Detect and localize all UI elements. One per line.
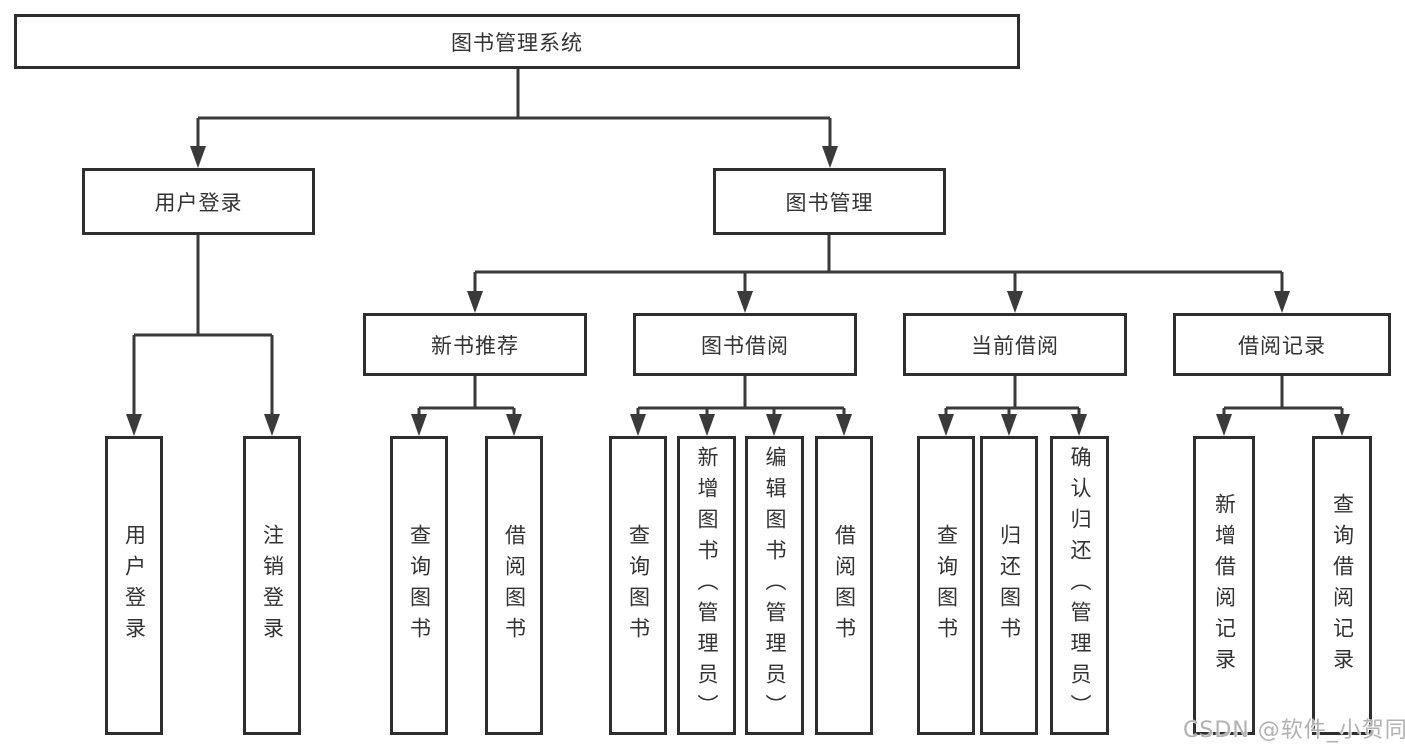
node-bb-edit-books-admin: 编辑图书（管理员） <box>745 436 804 735</box>
connector-mgmt-split <box>473 235 1284 296</box>
node-rec-borrow-books: 借阅图书 <box>485 436 543 735</box>
node-rec-query-books: 查询图书 <box>390 436 448 735</box>
node-book-management-label: 图书管理 <box>785 190 874 215</box>
node-bb-edit-books-admin-label: 编辑图书（管理员） <box>763 446 788 725</box>
node-bb-borrow-books-label: 借阅图书 <box>832 523 857 648</box>
node-book-borrow: 图书借阅 <box>633 313 857 376</box>
node-cb-return-books-label: 归还图书 <box>997 523 1022 648</box>
node-br-query-record: 查询借阅记录 <box>1312 436 1372 735</box>
node-borrow-records-label: 借阅记录 <box>1238 333 1326 358</box>
node-book-management: 图书管理 <box>713 168 946 235</box>
connector-root-split <box>196 69 832 150</box>
watermark: CSDN @软件_小贺同学 <box>1183 718 1405 743</box>
arrow-bb-query <box>630 414 646 436</box>
arrow-user-login <box>190 146 206 168</box>
node-bb-query-books-label: 查询图书 <box>626 523 651 648</box>
arrow-br-add <box>1216 414 1232 436</box>
node-user-login-label: 用户登录 <box>154 190 243 215</box>
node-cb-query-books-label: 查询图书 <box>934 523 959 648</box>
connector-rec-split <box>417 376 516 418</box>
arrow-cb-confirm <box>1071 414 1087 436</box>
node-book-borrow-label: 图书借阅 <box>701 333 789 358</box>
arrow-bb-edit <box>766 414 782 436</box>
connector-login-split <box>132 235 274 418</box>
arrow-rec-query <box>411 414 427 436</box>
arrow-current-borrow <box>1007 291 1023 313</box>
node-borrow-records: 借阅记录 <box>1173 313 1391 376</box>
arrow-br-query <box>1334 414 1350 436</box>
node-br-query-record-label: 查询借阅记录 <box>1330 492 1355 679</box>
node-bb-query-books: 查询图书 <box>609 436 667 735</box>
node-library-system-label: 图书管理系统 <box>451 30 583 55</box>
node-library-system: 图书管理系统 <box>14 14 1020 69</box>
arrow-bb-borrow <box>836 414 852 436</box>
node-user-login: 用户登录 <box>82 168 315 235</box>
node-new-book-recommend-label: 新书推荐 <box>431 333 519 358</box>
node-bb-add-books-admin: 新增图书（管理员） <box>677 436 736 735</box>
arrow-leaf-logout <box>264 414 280 436</box>
arrow-book-borrow <box>737 291 753 313</box>
arrow-rec-borrow <box>506 414 522 436</box>
arrow-cb-query <box>938 414 954 436</box>
node-cb-confirm-return-admin-label: 确认归还（管理员） <box>1068 446 1093 725</box>
node-cb-query-books: 查询图书 <box>917 436 975 735</box>
node-cb-confirm-return-admin: 确认归还（管理员） <box>1050 436 1109 735</box>
node-bb-add-books-admin-label: 新增图书（管理员） <box>695 446 720 725</box>
arrow-leaf-user-login <box>126 414 142 436</box>
node-current-borrow-label: 当前借阅 <box>971 333 1059 358</box>
node-rec-borrow-books-label: 借阅图书 <box>502 523 527 648</box>
node-rec-query-books-label: 查询图书 <box>407 523 432 648</box>
arrow-borrow-records <box>1274 291 1290 313</box>
arrow-new-book-rec <box>467 291 483 313</box>
node-br-add-record-label: 新增借阅记录 <box>1212 492 1237 679</box>
node-leaf-logout-label: 注销登录 <box>260 523 285 648</box>
connector-br-split <box>1222 376 1344 418</box>
node-bb-borrow-books: 借阅图书 <box>815 436 873 735</box>
node-br-add-record: 新增借阅记录 <box>1193 436 1255 735</box>
node-new-book-recommend: 新书推荐 <box>363 313 587 376</box>
arrow-book-management <box>822 146 838 168</box>
arrow-cb-return <box>1001 414 1017 436</box>
node-leaf-user-login-label: 用户登录 <box>122 523 147 648</box>
node-leaf-logout: 注销登录 <box>243 436 301 735</box>
arrow-bb-add <box>699 414 715 436</box>
node-leaf-user-login: 用户登录 <box>105 436 163 735</box>
node-current-borrow: 当前借阅 <box>903 313 1127 376</box>
connector-bb-split <box>636 376 846 418</box>
connector-cb-split <box>944 376 1081 418</box>
node-cb-return-books: 归还图书 <box>980 436 1038 735</box>
